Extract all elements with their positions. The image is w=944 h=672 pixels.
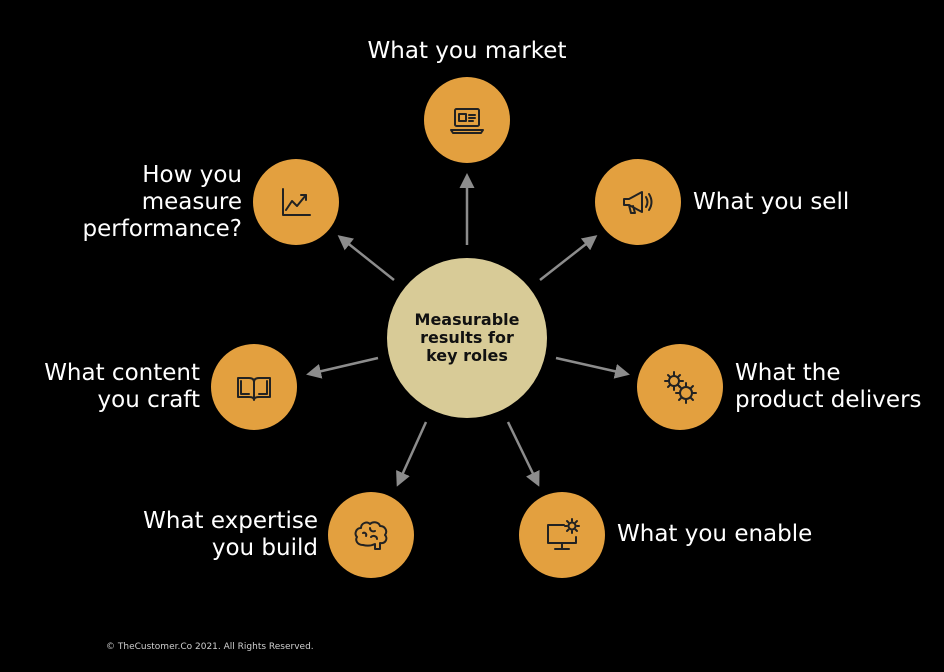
- brain-icon: [354, 521, 388, 550]
- arrow-to-delivers: [555, 356, 630, 379]
- market-label: What you market: [367, 38, 567, 64]
- book-icon: [237, 377, 271, 401]
- market-node: [424, 77, 510, 163]
- delivers-node: [637, 344, 723, 430]
- copyright-footer: © TheCustomer.Co 2021. All Rights Reserv…: [106, 642, 314, 652]
- center-hub: Measurable results for key roles: [387, 258, 547, 418]
- arrow-to-expertise: [396, 421, 428, 487]
- megaphone-icon: [623, 191, 653, 214]
- measure-label: How you measure performance?: [82, 162, 242, 242]
- gears-icon: [664, 371, 697, 404]
- delivers-label: What the product delivers: [735, 360, 922, 413]
- enable-label: What you enable: [617, 521, 813, 547]
- monitor-gear-icon: [547, 518, 580, 550]
- expertise-label: What expertise you build: [143, 508, 318, 561]
- content-node: [211, 344, 297, 430]
- content-label: What content you craft: [44, 360, 200, 413]
- measure-node: [253, 159, 339, 245]
- laptop-icon: [450, 108, 484, 134]
- line-chart-icon: [282, 188, 311, 216]
- arrow-to-content: [306, 356, 379, 379]
- center-label: Measurable results for key roles: [414, 310, 520, 365]
- sell-label: What you sell: [693, 189, 850, 215]
- arrow-to-enable: [506, 421, 540, 487]
- sell-node: [595, 159, 681, 245]
- expertise-node: [328, 492, 414, 578]
- arrow-to-measure: [337, 235, 395, 281]
- arrow-to-sell: [539, 235, 598, 281]
- enable-node: [519, 492, 605, 578]
